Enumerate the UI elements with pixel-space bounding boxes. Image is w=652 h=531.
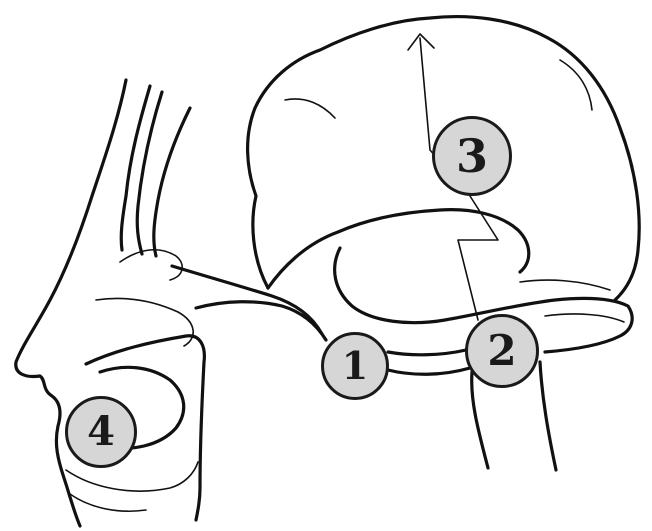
brainstem-front <box>472 372 488 468</box>
lip-line <box>70 494 146 511</box>
marker-3-label: 3 <box>456 133 488 179</box>
marker-4-label: 4 <box>87 412 115 452</box>
brainstem-back <box>540 362 556 470</box>
cerebellum-fold-1 <box>545 314 624 322</box>
tract-1-to-2-lower <box>388 368 470 374</box>
tract-1-to-2-upper <box>388 350 466 355</box>
olfactory-nerve-upper <box>172 266 322 334</box>
marker-1: 1 <box>321 332 389 400</box>
olfactory-nerve-lower <box>196 302 326 340</box>
marker-2: 2 <box>465 314 539 388</box>
marker-1-label: 1 <box>342 347 368 385</box>
cerebellum-fold-2 <box>520 280 610 290</box>
temporal-lobe-outline <box>268 210 529 288</box>
nasal-bone-line-1 <box>121 86 150 250</box>
marker-2-label: 2 <box>487 330 516 372</box>
cerebrum-sulcus-1 <box>285 99 335 118</box>
nasal-bone-line-3 <box>154 108 190 256</box>
marker-3: 3 <box>432 116 512 196</box>
lower-jaw-line <box>66 462 198 491</box>
marker-4: 4 <box>65 396 137 468</box>
